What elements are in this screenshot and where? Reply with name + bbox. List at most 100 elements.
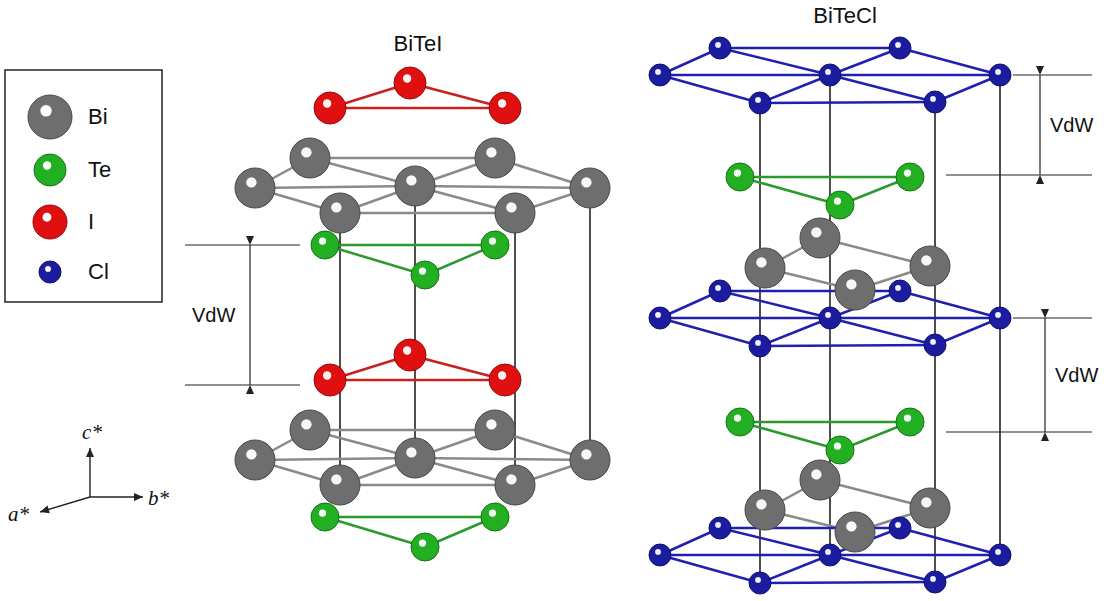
bond-line (415, 458, 590, 460)
unit-cell-edges (340, 75, 1000, 583)
atom-sphere (835, 270, 875, 310)
bond-line (740, 177, 840, 205)
bond-line (900, 528, 1000, 555)
axis-arrowhead (134, 493, 143, 501)
legend-swatch (34, 154, 66, 186)
legend-swatch-sphere (28, 95, 72, 139)
bond-line (720, 528, 830, 555)
legend-label: Te (88, 157, 111, 182)
atom-sphere (910, 488, 950, 528)
atom-sphere (749, 572, 771, 594)
bond-line (255, 186, 415, 188)
legend-label: I (88, 209, 94, 234)
atom-sphere (649, 64, 671, 86)
axis-arrowhead (86, 448, 94, 457)
legend-swatch-sphere (34, 154, 66, 186)
bond-line (660, 74, 830, 77)
bond-line (760, 582, 935, 583)
axis-arrowhead (40, 506, 50, 514)
atom-sphere (896, 408, 924, 436)
atom-sphere (989, 64, 1011, 86)
atom-sphere (489, 364, 521, 396)
atom-sphere (394, 339, 426, 371)
atom-sphere (709, 280, 731, 302)
atom-sphere (570, 440, 610, 480)
atom-sphere (924, 334, 946, 356)
bond-line (830, 75, 935, 102)
atom-sphere (489, 92, 521, 124)
atom-sphere (311, 231, 339, 259)
atom-sphere (481, 231, 509, 259)
bond-line (900, 291, 1000, 318)
atom-sphere (819, 64, 841, 86)
bond-line (310, 157, 495, 160)
atom-sphere (290, 410, 330, 450)
bond-line (720, 48, 830, 75)
bond-line (660, 555, 760, 583)
atom-sphere (314, 92, 346, 124)
atom-sphere (395, 166, 435, 206)
atom-sphere (475, 138, 515, 178)
bond-line (660, 317, 830, 320)
atom-sphere (475, 410, 515, 450)
bond-line (830, 318, 935, 345)
legend-box (5, 70, 162, 302)
atom-sphere (726, 163, 754, 191)
atom-sphere (889, 37, 911, 59)
bond-line (900, 48, 1000, 75)
atom-sphere (889, 517, 911, 539)
cell-edge-line (589, 188, 591, 460)
vdw-gap-label: VdW (1055, 364, 1098, 387)
bond-line (720, 47, 900, 50)
layer-bonds (255, 48, 1000, 583)
atom-sphere (290, 138, 330, 178)
atom-sphere (235, 168, 275, 208)
atom-sphere (709, 517, 731, 539)
legend-swatch-sphere (39, 261, 61, 283)
atom-sphere (495, 193, 535, 233)
atom-sphere (649, 544, 671, 566)
bond-line (660, 318, 760, 346)
vdw-gap-label: VdW (1050, 114, 1093, 137)
bond-line (830, 74, 1000, 77)
atom-sphere (819, 544, 841, 566)
bond-line (340, 484, 515, 487)
legend-label: Cl (88, 259, 109, 284)
atom-sphere (889, 280, 911, 302)
atom-sphere (395, 438, 435, 478)
vdw-gap-label: VdW (192, 304, 235, 327)
atom-sphere (749, 92, 771, 114)
bond-line (325, 245, 425, 275)
bond-line (415, 186, 590, 188)
bond-line (720, 291, 830, 318)
bond-line (310, 429, 495, 432)
atom-sphere (320, 193, 360, 233)
atom-sphere (649, 307, 671, 329)
atom-sphere (800, 460, 840, 500)
bond-line (740, 422, 840, 450)
axis-triad (40, 448, 143, 513)
legend-swatch (33, 205, 67, 239)
bond-line (340, 212, 515, 215)
axis-label: a* (8, 502, 29, 526)
atom-sphere (394, 67, 426, 99)
atom-sphere (826, 191, 854, 219)
cell-edge-line (514, 213, 516, 485)
axis-label: c* (82, 420, 102, 444)
legend-swatch-sphere (33, 205, 67, 239)
bond-line (325, 516, 495, 519)
atom-sphere (924, 91, 946, 113)
cell-edge-line (339, 213, 341, 485)
atom-sphere (835, 512, 875, 552)
atom-sphere (570, 168, 610, 208)
bond-line (660, 554, 830, 557)
structure-title: BiTeCl (813, 3, 877, 28)
bond-line (330, 107, 505, 110)
bond-line (325, 244, 495, 247)
legend-label: Bi (88, 104, 108, 129)
vdw-bracket (185, 236, 300, 394)
atom-sphere (709, 37, 731, 59)
bond-line (330, 379, 505, 382)
